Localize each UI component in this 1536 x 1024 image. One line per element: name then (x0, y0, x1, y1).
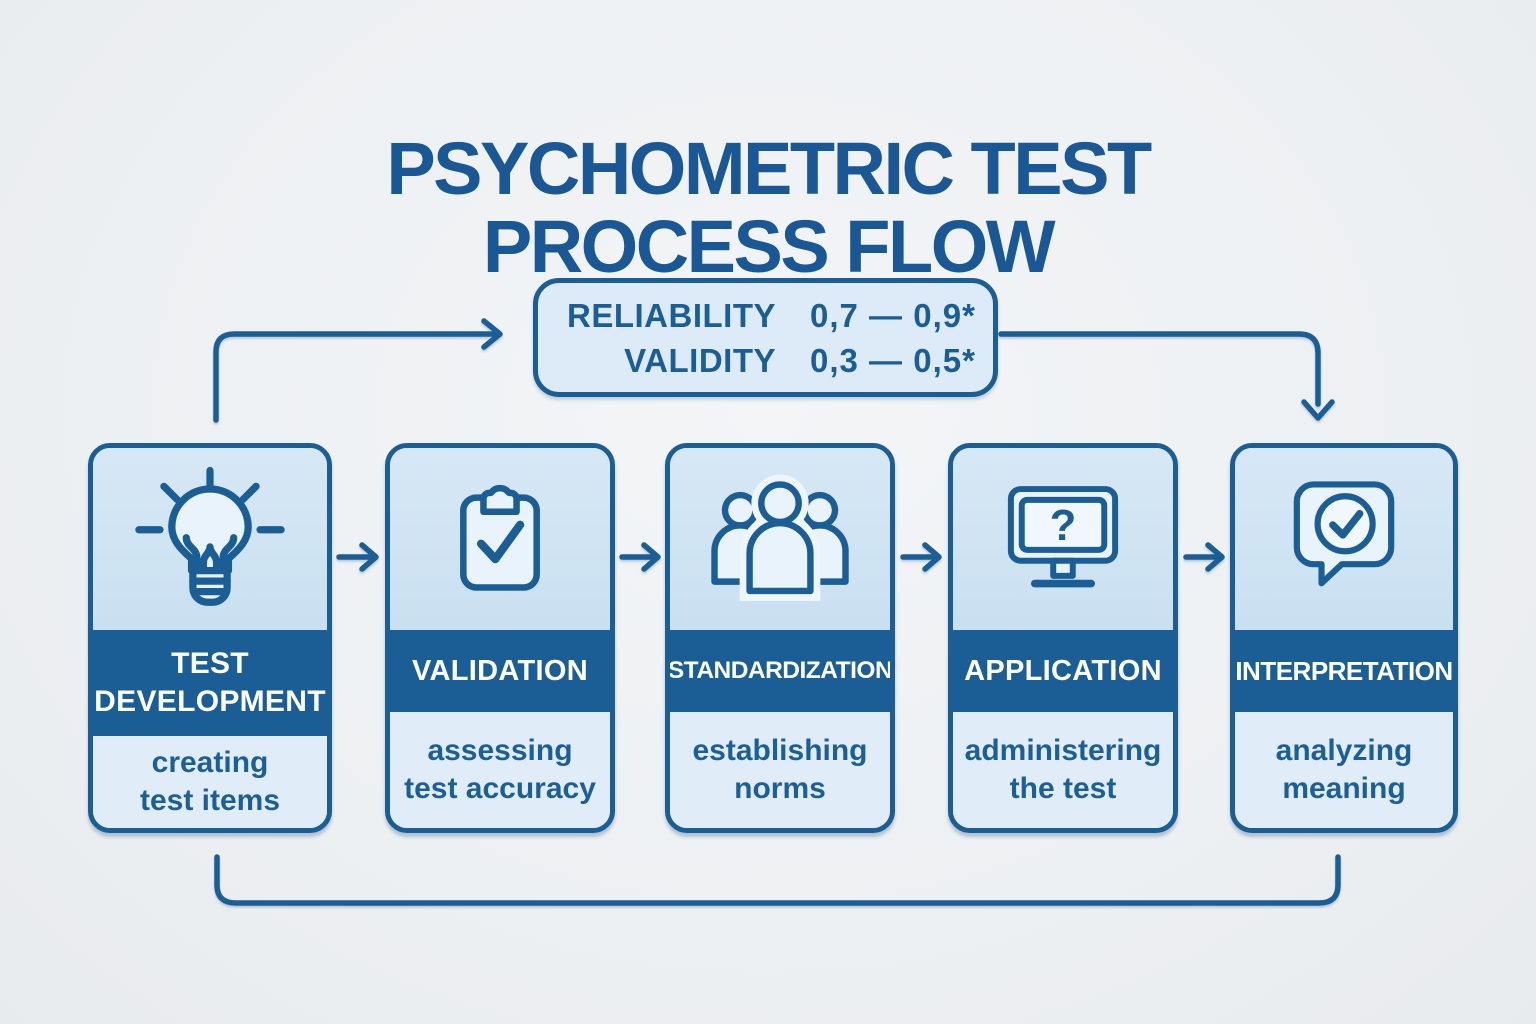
question-mark-glyph: ? (1050, 502, 1077, 550)
reliability-label: RELIABILITY (567, 296, 776, 334)
stage-card-application: ? APPLICATION administering the test (948, 443, 1178, 833)
stage-card-test-development: TEST DEVELOPMENT creating test items (88, 443, 332, 833)
people-group-icon (711, 474, 849, 601)
application-desc: administering the test (953, 712, 1173, 828)
arrow-card1-card2 (336, 542, 379, 572)
arrow-to-metrics-line (213, 331, 499, 423)
stage-title: VALIDATION (412, 654, 588, 687)
stage-description: establishing norms (692, 734, 868, 805)
stage-title: APPLICATION (964, 654, 1162, 687)
application-band: APPLICATION (953, 630, 1173, 712)
feedback-loop-line (214, 854, 1341, 906)
stage-description: administering the test (964, 734, 1162, 805)
monitor-question-icon: ? (1007, 486, 1119, 588)
reliability-row: RELIABILITY 0,7 — 0,9* (538, 293, 993, 338)
arrow-card4-card5 (1183, 542, 1225, 572)
clipboard-check-icon (460, 484, 540, 591)
arrow-card2-card3 (619, 542, 661, 572)
metrics-box: RELIABILITY 0,7 — 0,9* VALIDITY 0,3 — 0,… (533, 278, 998, 397)
arrow-metrics-to-interpretation-line (998, 331, 1321, 407)
stage-card-standardization: STANDARDIZATION establishing norms (665, 443, 895, 833)
stage-title: TEST DEVELOPMENT (94, 647, 326, 718)
speech-bubble-check-icon (1293, 480, 1395, 586)
interpretation-desc: analyzing meaning (1235, 712, 1453, 828)
validity-label: VALIDITY (624, 341, 776, 379)
interpretation-band: INTERPRETATION (1235, 630, 1453, 712)
test-development-band: TEST DEVELOPMENT (93, 630, 327, 736)
validity-row: VALIDITY 0,3 — 0,5* (538, 338, 993, 383)
stage-title: INTERPRETATION (1235, 655, 1453, 686)
stage-description: assessing test accuracy (404, 734, 596, 805)
validity-value: 0,3 — 0,5* (810, 341, 976, 379)
stage-title: STANDARDIZATION (667, 657, 893, 684)
arrow-card3-card4 (900, 542, 942, 572)
arrow-to-metrics-head (481, 318, 503, 350)
standardization-band: STANDARDIZATION (670, 630, 890, 712)
page-title: PSYCHOMETRIC TEST PROCESS FLOW (386, 126, 1152, 288)
standardization-desc: establishing norms (670, 712, 890, 828)
interpretation-icon-area (1235, 448, 1453, 630)
application-icon-area: ? (953, 448, 1173, 630)
validation-desc: assessing test accuracy (390, 712, 610, 828)
validation-icon-area (390, 448, 610, 630)
lightbulb-icon (135, 466, 285, 606)
standardization-icon-area (670, 448, 890, 630)
test-development-icon-area (93, 448, 327, 630)
stage-card-interpretation: INTERPRETATION analyzing meaning (1230, 443, 1458, 833)
arrow-metrics-to-interpretation-head (1301, 399, 1335, 421)
test-development-desc: creating test items (93, 736, 327, 828)
stage-description: creating test items (139, 746, 281, 817)
stage-card-validation: VALIDATION assessing test accuracy (385, 443, 615, 833)
stage-description: analyzing meaning (1275, 734, 1413, 805)
validation-band: VALIDATION (390, 630, 610, 712)
reliability-value: 0,7 — 0,9* (810, 296, 976, 334)
